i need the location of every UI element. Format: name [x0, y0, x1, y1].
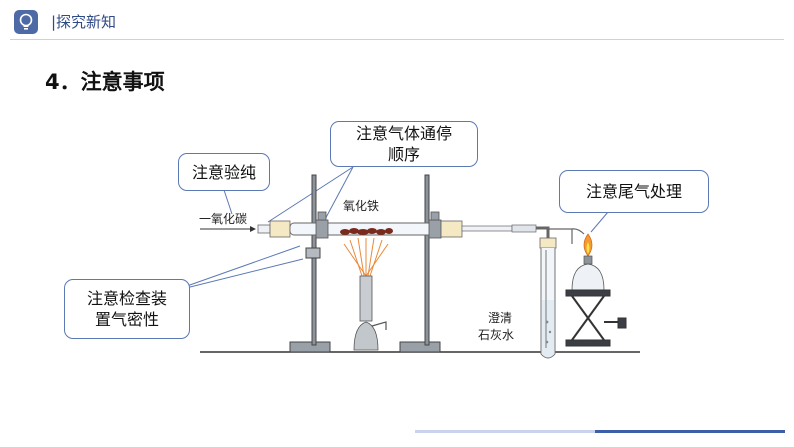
- limewater-test-tube: [539, 237, 557, 359]
- lab-jack: [565, 289, 627, 347]
- iron-stand-left: [289, 174, 331, 353]
- footer-line-dark: [595, 430, 785, 433]
- callout-check-purity: 注意验纯: [178, 153, 270, 191]
- callout-gas-order: 注意气体通停 顺序: [330, 121, 478, 167]
- callout-pointers: [169, 166, 609, 293]
- footer-line-light: [415, 430, 595, 433]
- header-title: |探究新知: [51, 13, 117, 31]
- alcohol-lamp-tail-gas: [571, 233, 605, 291]
- alcohol-blast-lamp: [353, 275, 387, 351]
- callout-tail-gas: 注意尾气处理: [559, 170, 709, 213]
- clamps: [315, 211, 442, 239]
- glass-tube: [257, 220, 585, 244]
- label-carbon-monoxide: 一氧化碳: [199, 212, 248, 226]
- header-divider: [10, 39, 784, 40]
- iron-stand-right: [399, 174, 441, 353]
- label-limewater-line1: 澄清: [488, 311, 513, 325]
- burner-flame: [343, 237, 389, 277]
- callout-airtightness: 注意检查装 置气密性: [64, 279, 190, 339]
- label-iron-oxide: 氧化铁: [343, 199, 380, 213]
- lightbulb-icon: [14, 10, 38, 34]
- co-inlet-arrow: [200, 226, 256, 232]
- iron-oxide-powder: [340, 228, 393, 235]
- label-limewater-line2: 石灰水: [478, 328, 515, 342]
- section-title: 4．注意事项: [45, 70, 165, 94]
